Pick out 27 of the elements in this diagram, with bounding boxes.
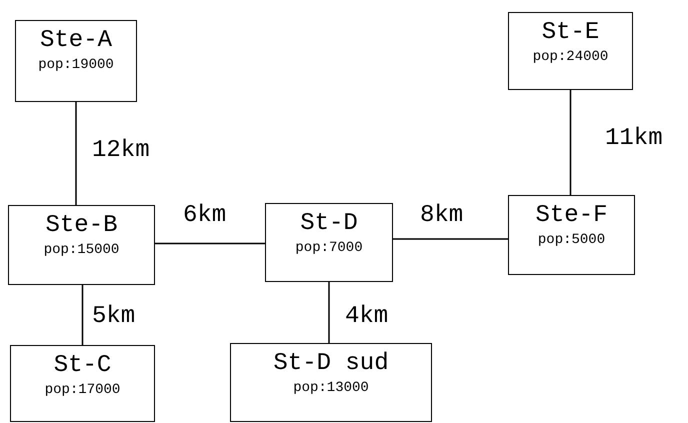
population-label: pop:7000 [295,239,363,258]
town-name: Ste-F [535,202,608,230]
population-label: pop:17000 [44,381,120,400]
connector-line [155,242,265,244]
town-name: St-D [300,210,358,238]
population-label: pop:19000 [38,56,114,75]
connector-line [393,238,508,240]
connector-line [75,102,77,205]
town-box [508,12,633,90]
population-label: pop:13000 [293,379,369,398]
population-label: pop:5000 [538,231,606,250]
town-box [508,195,635,275]
town-box [265,203,393,282]
town-box [15,20,137,102]
town-name: St-C [54,352,112,380]
connector-line [570,90,572,195]
town-name: St-D sud [273,350,389,378]
connector-line [328,282,330,343]
population-label: pop:24000 [532,48,608,67]
town-box [10,345,155,422]
town-name: Ste-A [40,27,112,55]
town-name: Ste-B [45,212,118,240]
population-label: pop:15000 [44,241,120,260]
town-box [230,343,432,422]
town-name: St-E [542,19,600,47]
connector-line [82,285,84,345]
town-box [8,205,155,285]
